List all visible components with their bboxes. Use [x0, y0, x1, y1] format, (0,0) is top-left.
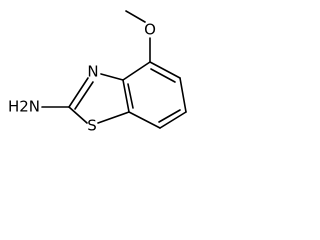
sulfur-label: S — [87, 117, 97, 135]
molecule-svg: H2N N S O — [8, 10, 187, 135]
bond-o-ch3 — [125, 10, 146, 23]
bond-c2-s1 — [68, 106, 88, 124]
bond-c3a-c7a-inner — [127, 83, 134, 109]
bond-n3-c3a — [100, 73, 124, 81]
bond-c3a-c7a — [122, 79, 130, 113]
bond-c2-n3-double — [74, 81, 94, 110]
bond-c5-c6 — [179, 77, 187, 113]
bond-c4-c5-double — [150, 68, 176, 83]
bond-s1-c7a — [97, 111, 130, 124]
ring-nitrogen-label: N — [87, 63, 98, 81]
bond-c4-c5 — [149, 61, 181, 79]
structure-diagram: H2N N S O — [0, 0, 198, 148]
bond-c7-c7a — [128, 111, 161, 129]
bond-c6-c7-double — [158, 109, 181, 123]
bond-c6-c7 — [159, 111, 187, 129]
bond-c2-n3 — [68, 77, 89, 108]
amine-label: H2N — [8, 98, 40, 116]
bond-c3a-c4 — [122, 61, 151, 81]
methoxy-oxygen-label: O — [144, 21, 156, 39]
